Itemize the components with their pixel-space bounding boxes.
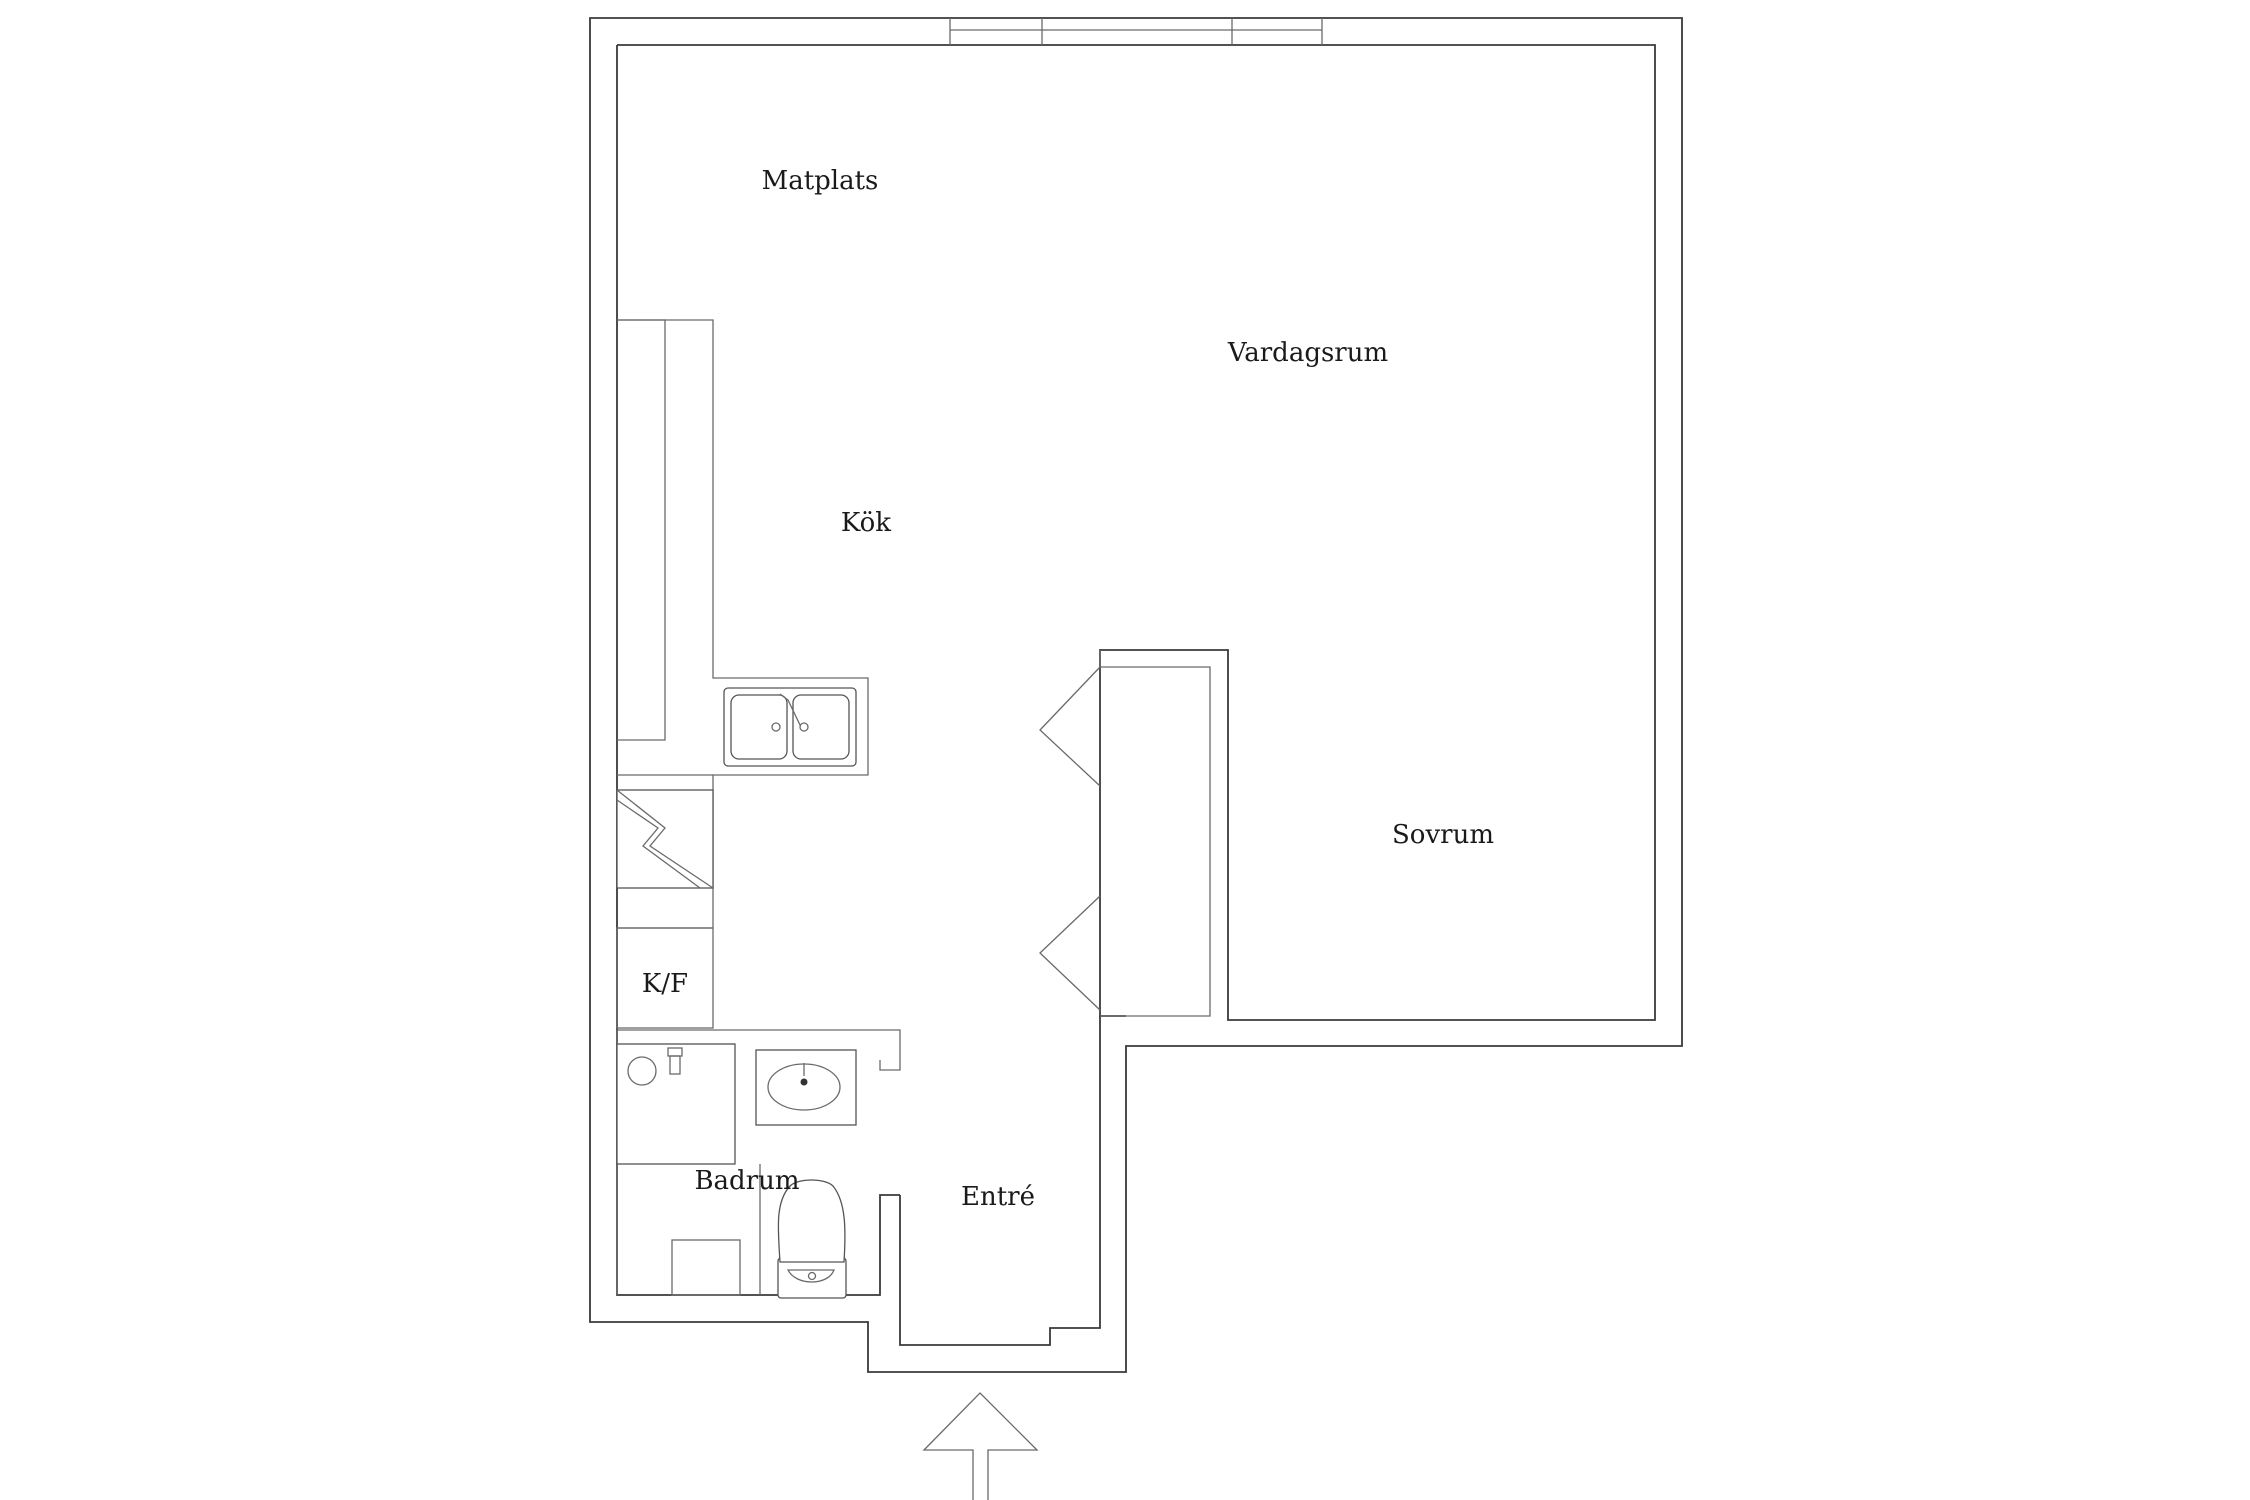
- toilet-icon: [777, 1179, 847, 1299]
- fridge-freezer: [616, 927, 714, 1029]
- kitchen-counter: [617, 319, 869, 929]
- room-label-vardagsrum: Vardagsrum: [1227, 338, 1388, 368]
- room-label-kok: Kök: [841, 508, 891, 538]
- bathroom: [616, 1029, 901, 1296]
- room-label-matplats: Matplats: [762, 166, 879, 196]
- stove-icon: [616, 789, 714, 889]
- shower-drain-icon: [627, 1047, 683, 1086]
- double-sink-icon: [723, 687, 857, 767]
- room-label-entre: Entré: [961, 1182, 1035, 1212]
- wardrobe-doors: [1039, 650, 1211, 1017]
- room-label-sovrum: Sovrum: [1392, 820, 1494, 850]
- washbasin-icon: [755, 1049, 857, 1126]
- entrance-arrow-icon: [922, 1392, 1039, 1500]
- room-label-badrum: Badrum: [694, 1166, 799, 1196]
- window: [949, 18, 1323, 45]
- room-label-kf: K/F: [642, 969, 688, 999]
